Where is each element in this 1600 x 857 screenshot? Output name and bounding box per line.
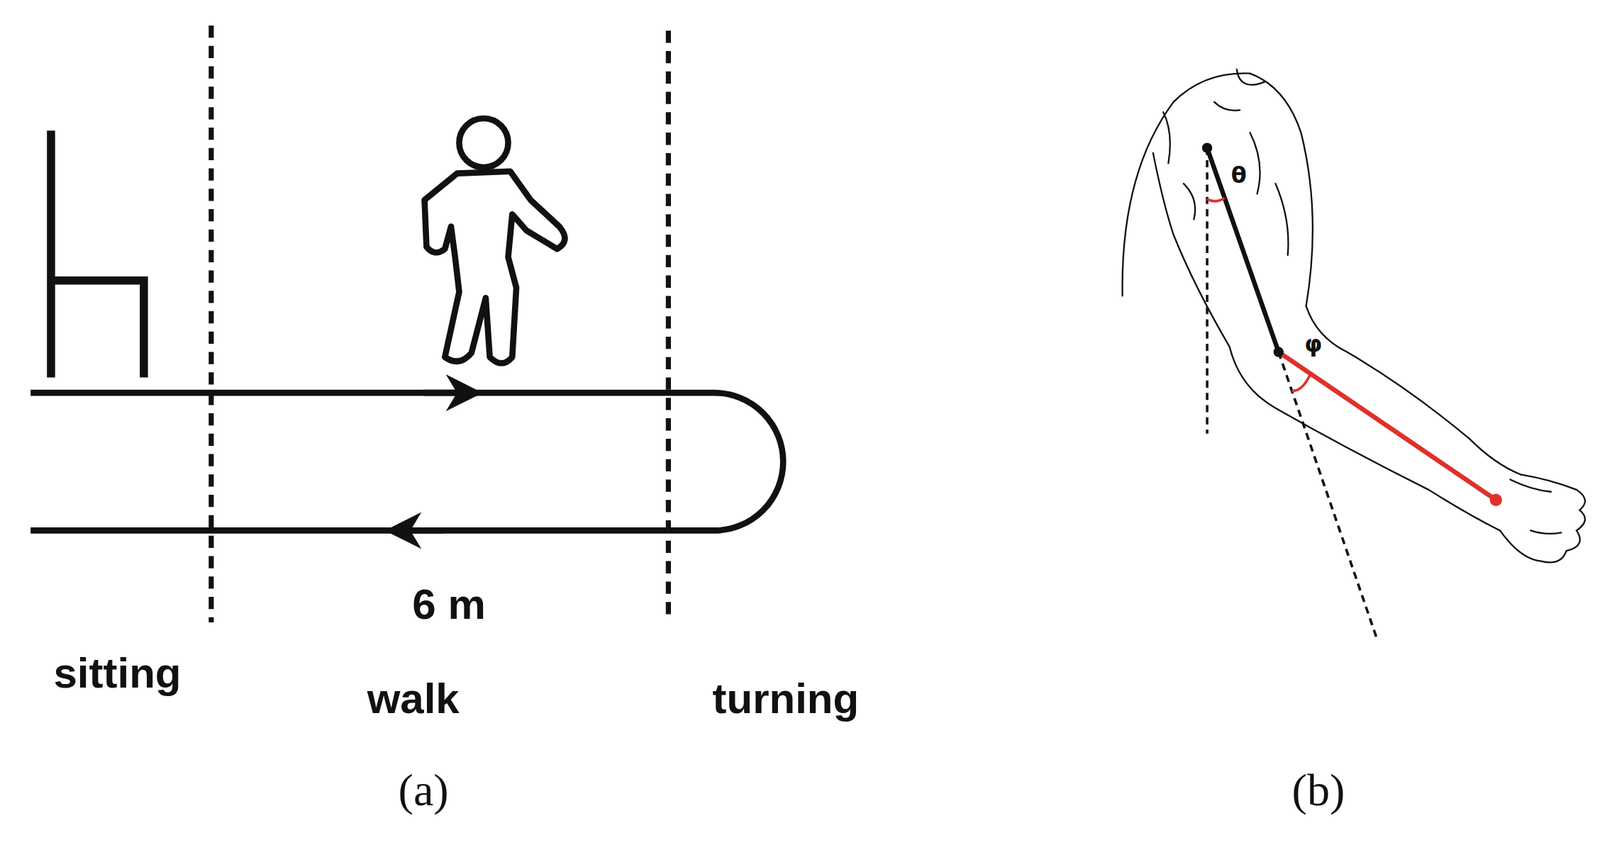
walking-person [424,118,566,364]
forearm-segment [1278,352,1496,501]
elbow-joint [1273,346,1284,357]
zone-label: walk [367,675,460,723]
walk-path [30,392,783,531]
angle-reference [1207,148,1378,642]
theta-arc [1207,197,1225,202]
angle-label: θ [1231,163,1247,188]
panel-label: (a) [398,765,449,816]
wrist-point [1490,494,1503,507]
angle-label: φ [1304,332,1322,358]
upper-arm-segment [1207,148,1279,353]
phi-arc [1291,374,1310,391]
zone-label: sitting [53,650,181,698]
dimension-label: 6 m [412,581,486,629]
arm-sketch [1122,69,1586,564]
panel-label: (b) [1292,765,1346,816]
zone-label: turning [712,675,860,723]
shoulder-joint [1202,143,1213,154]
chair [51,130,144,378]
